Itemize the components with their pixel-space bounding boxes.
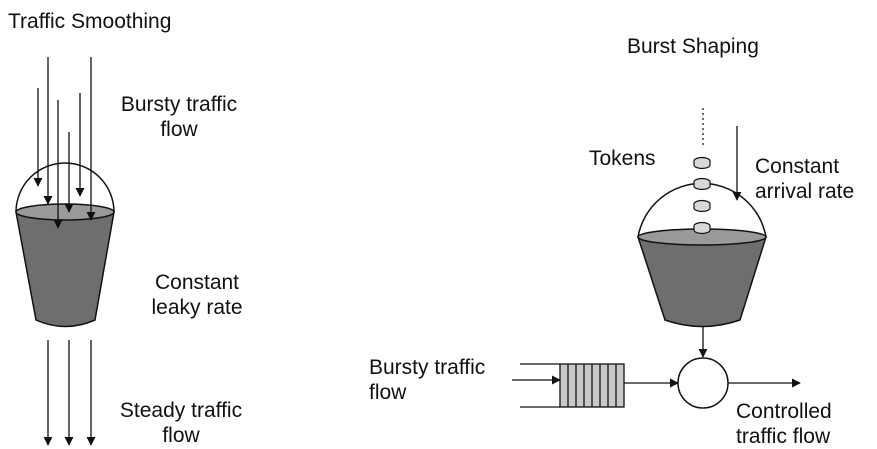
tokens — [693, 156, 711, 235]
right-output-label: Controlled traffic flow — [736, 400, 832, 448]
right-input-label: Bursty traffic flow — [369, 356, 486, 404]
leaky-bucket-handle — [15, 162, 115, 213]
leaky-bucket-water-surface — [15, 203, 115, 221]
arrival-rate-label: Constant arrival rate — [755, 155, 855, 203]
left-panel-title: Traffic Smoothing — [8, 10, 172, 33]
tokens-label: Tokens — [589, 147, 656, 170]
token-icon — [693, 156, 711, 170]
token-bucket-body — [636, 236, 768, 328]
left-bucket-label: Constant leaky rate — [151, 271, 243, 319]
token-gate-circle — [677, 357, 729, 409]
token-icon — [693, 177, 711, 191]
bursty-input-arrows — [33, 57, 96, 229]
token-icon — [693, 199, 711, 213]
packet-queue — [559, 363, 625, 408]
right-panel-title: Burst Shaping — [627, 35, 759, 58]
steady-output-arrows — [43, 340, 96, 446]
leaky-bucket-body — [15, 211, 115, 328]
token-icon — [693, 221, 711, 235]
leaky-bucket — [15, 162, 115, 328]
left-input-label: Bursty traffic flow — [120, 93, 238, 141]
left-output-label: Steady traffic flow — [119, 399, 243, 447]
